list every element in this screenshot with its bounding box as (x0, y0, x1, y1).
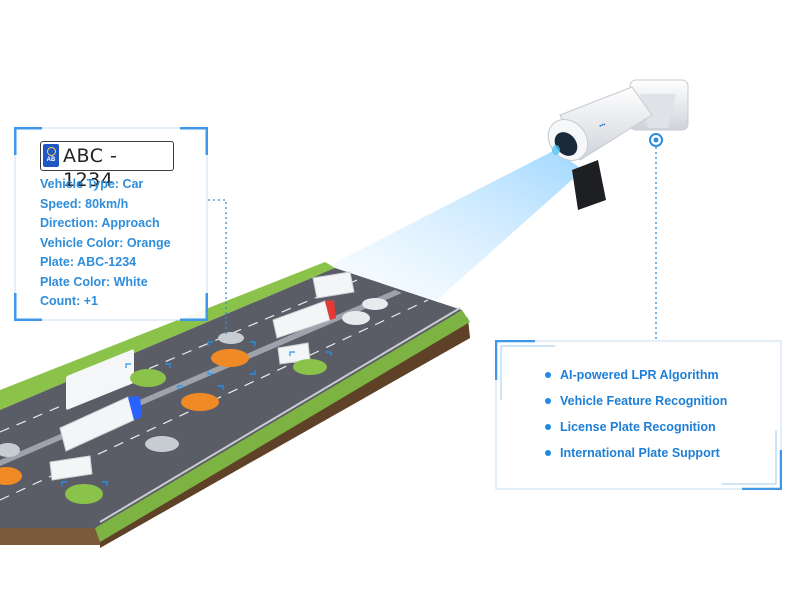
feature-panel-frame (495, 340, 782, 490)
bullet-dot-icon (545, 449, 551, 456)
feature-label: Vehicle Feature Recognition (560, 394, 728, 408)
feature-label: International Plate Support (560, 446, 720, 460)
plate-number: ABC - 1234 (63, 145, 118, 191)
plate-region-badge-icon: AB (43, 144, 59, 167)
license-plate: AB ABC - 1234 (40, 141, 174, 191)
plate-region-code: AB (46, 157, 56, 163)
field-plate: Plate: ABC-1234 (40, 255, 137, 269)
grass-near (95, 310, 470, 542)
vehicle-info-panel: AB ABC - 1234 Vehicle Type: Car Speed: 8… (14, 127, 208, 321)
field-plate-color: Plate Color: White (40, 274, 148, 289)
field-direction: Direction: Approach (40, 216, 160, 230)
info-callout-line (208, 199, 227, 335)
svg-text:•••: ••• (599, 122, 607, 130)
feature-item: International Plate Support (545, 440, 727, 466)
feature-label: License Plate Recognition (560, 420, 716, 434)
vehicles (0, 271, 388, 504)
field-vehicle-color: Vehicle Color: Orange (40, 235, 171, 250)
feature-label: AI-powered LPR Algorithm (560, 368, 719, 382)
camera-view-beam (305, 150, 583, 300)
field-speed: Speed: 80km/h (40, 196, 129, 211)
feature-panel: AI-powered LPR Algorithm Vehicle Feature… (495, 340, 782, 490)
vehicle-attributes-list: Vehicle Type: Car Speed: 80km/h Directio… (40, 175, 171, 312)
bullet-dot-icon (545, 371, 551, 378)
road-surface (0, 268, 462, 528)
bullet-dot-icon (545, 397, 551, 404)
feature-list: AI-powered LPR Algorithm Vehicle Feature… (545, 362, 727, 466)
bullet-dot-icon (545, 423, 551, 430)
feature-item: Vehicle Feature Recognition (545, 388, 727, 414)
feature-item: License Plate Recognition (545, 414, 727, 440)
bullet-camera-icon: ••• (547, 79, 689, 210)
field-vehicle-type: Vehicle Type: Car (40, 177, 144, 191)
field-count: Count: +1 (40, 294, 98, 308)
feature-item: AI-powered LPR Algorithm (545, 362, 727, 388)
